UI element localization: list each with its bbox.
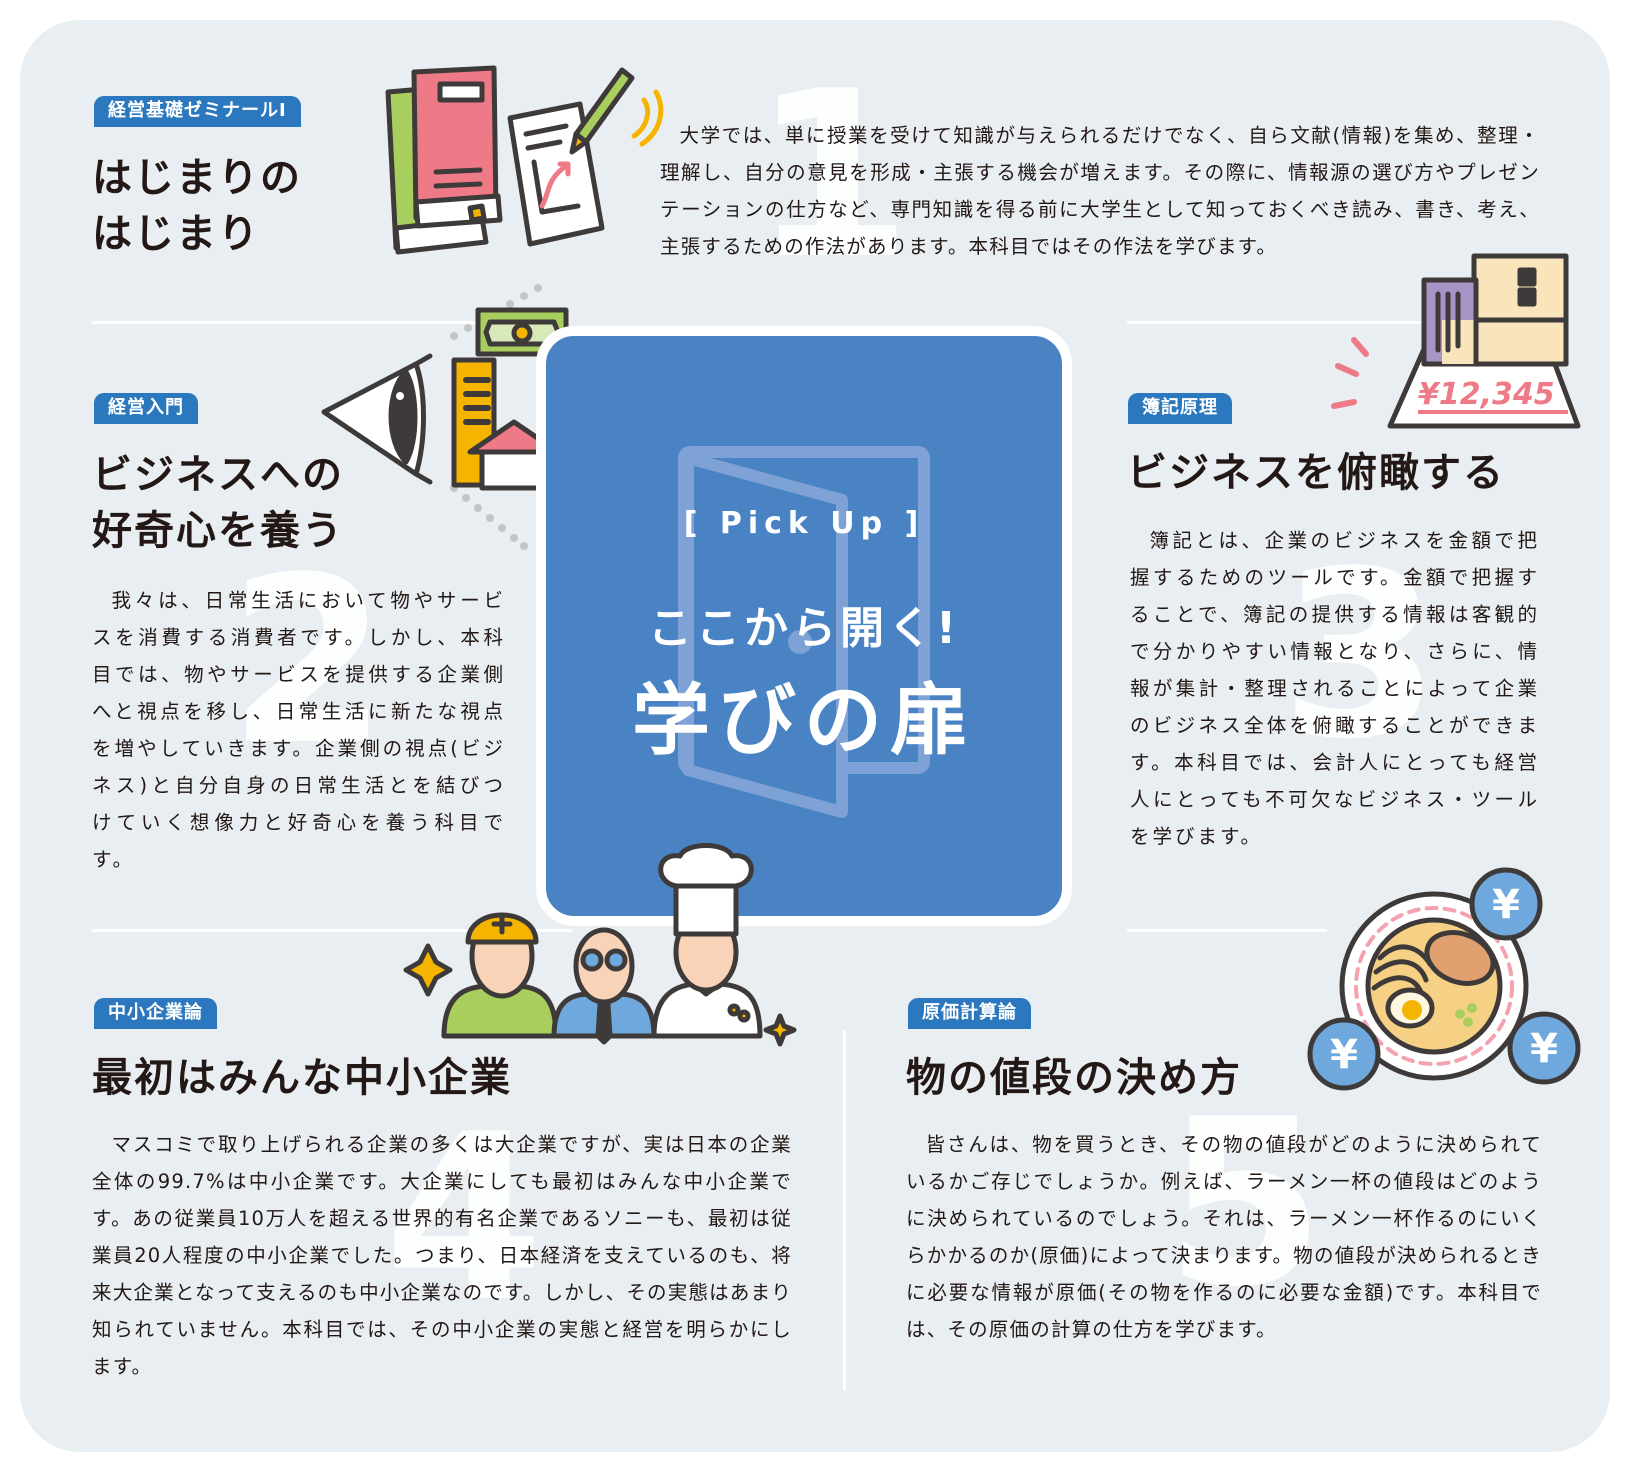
door-icon [678, 446, 930, 818]
section-1-title-line-2: はじまり [92, 211, 260, 257]
ramen-bowl-yen-icon: ¥ ¥ ¥ [1307, 867, 1581, 1091]
section-1-title: はじまりの はじまり [92, 150, 302, 262]
books-and-notepad-icon [385, 65, 664, 255]
section-2-title-line-2: 好奇心を養う [92, 508, 344, 554]
section-4-title: 最初はみんな中小企業 [92, 1055, 512, 1101]
section-5-tag: 原価計算論 [908, 998, 1031, 1029]
pickup-title: 学びの扉 [631, 676, 976, 766]
section-2-title: ビジネスへの 好奇心を養う [92, 447, 344, 559]
section-number-1: 1 [752, 43, 913, 310]
divider-vertical-bottom [843, 1030, 846, 1390]
section-5-body: 皆さんは、物を買うとき、その物の値段がどのように決められているかご存じでしょうか… [906, 1133, 1542, 1341]
buildings-price-tag-icon: ¥12,345 [1331, 253, 1581, 429]
yen-icon: ¥ [1330, 1032, 1358, 1078]
section-3-tag: 簿記原理 [1128, 393, 1232, 424]
yen-icon: ¥ [1530, 1026, 1558, 1072]
section-number-4: 4 [384, 1086, 545, 1353]
section-2-body: 我々は、日常生活において物やサービスを消費する消費者です。しかし、本科目では、物… [92, 589, 506, 871]
divider-mid-right [1127, 929, 1327, 932]
section-2-title-line-1: ビジネスへの [92, 452, 344, 498]
eye-looking-at-business-icon [321, 284, 602, 550]
pickup-feature-box: [ Pick Up ] ここから開く! 学びの扉 [536, 326, 1072, 926]
section-number-5: 5 [1165, 1071, 1326, 1338]
three-workers-icon [403, 843, 797, 1047]
price-label: ¥12,345 [1418, 377, 1555, 412]
divider-mid-left [92, 929, 572, 932]
yen-icon: ¥ [1492, 882, 1520, 928]
divider-top-left [92, 321, 536, 324]
section-4-body: マスコミで取り上げられる企業の多くは大企業ですが、実は日本の企業全体の99.7%… [92, 1133, 792, 1378]
section-5-title: 物の値段の決め方 [906, 1055, 1242, 1101]
section-3-title: ビジネスを俯瞰する [1127, 450, 1505, 496]
section-1-title-line-1: はじまりの [92, 155, 302, 201]
section-2-tag: 経営入門 [94, 393, 198, 424]
pickup-label: [ Pick Up ] [683, 506, 925, 541]
section-number-3: 3 [1280, 523, 1441, 790]
section-number-2: 2 [228, 529, 389, 796]
pickup-subtitle: ここから開く! [647, 603, 961, 654]
section-1-tag: 経営基礎ゼミナールⅠ [94, 96, 301, 127]
divider-top-right [1127, 321, 1467, 324]
section-1-body: 大学では、単に授業を受けて知識が与えられるだけでなく、自ら文献(情報)を集め、整… [660, 124, 1540, 258]
section-3-body: 簿記とは、企業のビジネスを金額で把握するためのツールです。金額で把握することで、… [1130, 529, 1540, 848]
section-4-tag: 中小企業論 [94, 998, 217, 1029]
